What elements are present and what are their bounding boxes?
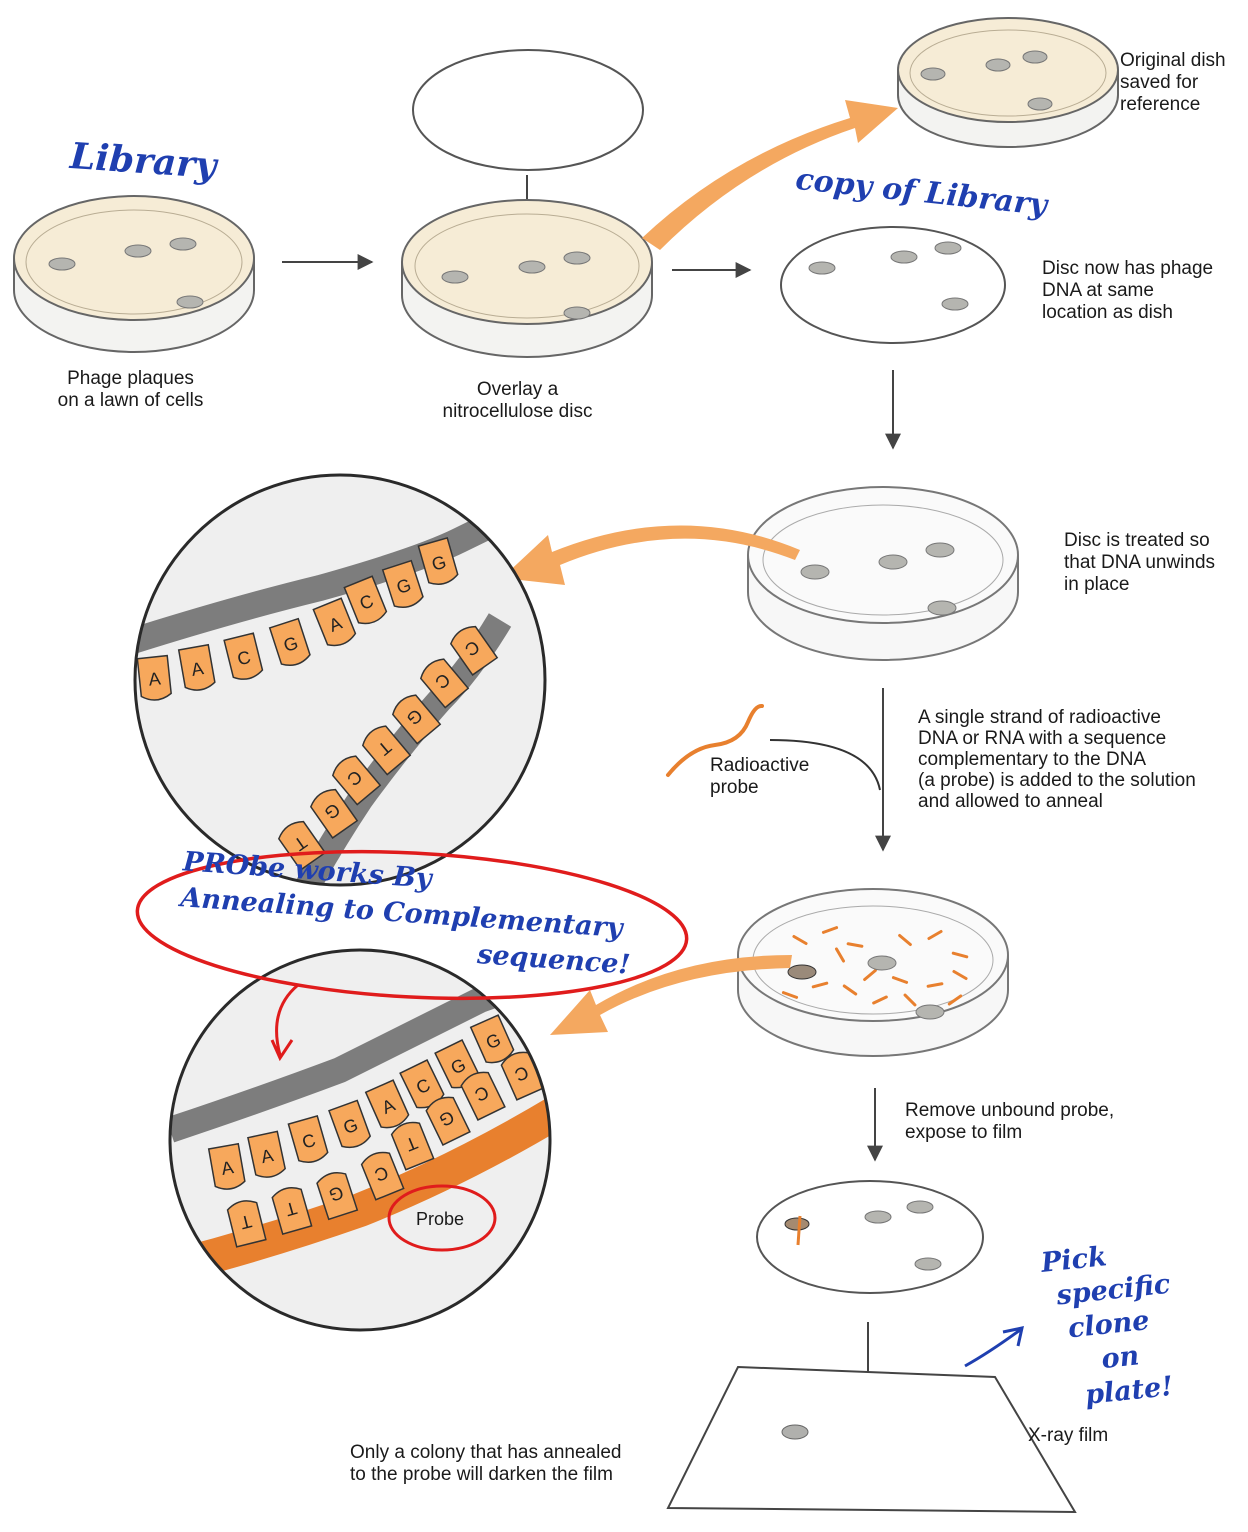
- plaque: [49, 258, 75, 270]
- dna-base: A: [179, 645, 216, 693]
- plaque: [916, 1005, 944, 1019]
- caption-line: Radioactive: [710, 755, 809, 777]
- caption-line: Remove unbound probe,: [905, 1100, 1114, 1122]
- nitrocellulose-disc: [413, 50, 643, 170]
- caption-xray-film: X-ray film: [1028, 1425, 1108, 1447]
- plaque-annealed: [788, 965, 816, 979]
- caption-line: Overlay a: [420, 379, 615, 401]
- caption-line: Phage plaques: [28, 368, 233, 390]
- plaque: [879, 555, 907, 569]
- overlay-dish: [402, 200, 652, 357]
- caption-line: complementary to the DNA: [918, 749, 1196, 770]
- caption-line: (a probe) is added to the solution: [918, 770, 1196, 791]
- caption-line: that DNA unwinds: [1064, 552, 1215, 574]
- plaque: [125, 245, 151, 257]
- caption-line: Original dish: [1120, 50, 1226, 72]
- caption-only-colony: Only a colony that has annealed to the p…: [350, 1442, 621, 1486]
- plaque: [801, 565, 829, 579]
- plaque: [942, 298, 968, 310]
- original-dish: [898, 18, 1118, 147]
- plaque: [865, 1211, 891, 1223]
- caption-original-dish: Original dish saved for reference: [1120, 50, 1226, 116]
- dna-base: A: [209, 1144, 246, 1192]
- plaque: [926, 543, 954, 557]
- xray-film: [668, 1367, 1075, 1512]
- caption-line: expose to film: [905, 1122, 1114, 1144]
- plaque: [907, 1201, 933, 1213]
- caption-line: saved for: [1120, 72, 1226, 94]
- caption-line: DNA or RNA with a sequence: [918, 728, 1196, 749]
- caption-disc-phage: Disc now has phage DNA at same location …: [1042, 258, 1213, 324]
- plaque: [1028, 98, 1052, 110]
- anneal-dish: [738, 889, 1008, 1056]
- treated-dish: [748, 487, 1018, 660]
- caption-line: A single strand of radioactive: [918, 707, 1196, 728]
- plaque: [1023, 51, 1047, 63]
- plaque: [564, 252, 590, 264]
- handwritten-pick-note: Pick specific clone on plate!: [1039, 1234, 1182, 1416]
- caption-line: DNA at same: [1042, 280, 1213, 302]
- caption-line: and allowed to anneal: [918, 791, 1196, 812]
- plaque: [891, 251, 917, 263]
- plaque: [170, 238, 196, 250]
- blue-arrow-annotation: [965, 1328, 1022, 1366]
- plaque: [935, 242, 961, 254]
- caption-line: to the probe will darken the film: [350, 1464, 621, 1486]
- caption-line: probe: [710, 777, 809, 799]
- base-letter: A: [148, 668, 162, 689]
- dna-base: A: [137, 656, 171, 702]
- library-dish: [14, 196, 254, 352]
- caption-line: in place: [1064, 574, 1215, 596]
- plaque: [519, 261, 545, 273]
- caption-line: location as dish: [1042, 302, 1213, 324]
- caption-line: on a lawn of cells: [28, 390, 233, 412]
- plaque: [986, 59, 1010, 71]
- plaque: [809, 262, 835, 274]
- dark-spot: [782, 1425, 808, 1439]
- probe-tag: Probe: [416, 1208, 464, 1230]
- caption-phage-plaques: Phage plaques on a lawn of cells: [28, 368, 233, 412]
- plaque: [564, 307, 590, 319]
- caption-remove-unbound: Remove unbound probe, expose to film: [905, 1100, 1114, 1144]
- exposed-disc: [757, 1181, 983, 1293]
- plaque: [921, 68, 945, 80]
- caption-single-strand: A single strand of radioactive DNA or RN…: [918, 707, 1196, 812]
- caption-radioactive-probe: Radioactive probe: [710, 755, 809, 799]
- caption-line: reference: [1120, 94, 1226, 116]
- plaque: [868, 956, 896, 970]
- caption-line: nitrocellulose disc: [420, 401, 615, 423]
- caption-overlay: Overlay a nitrocellulose disc: [420, 379, 615, 423]
- caption-line: Disc is treated so: [1064, 530, 1215, 552]
- plaque: [177, 296, 203, 308]
- plaque: [442, 271, 468, 283]
- copy-disc: [781, 227, 1005, 343]
- caption-disc-treated: Disc is treated so that DNA unwinds in p…: [1064, 530, 1215, 596]
- caption-line: Disc now has phage: [1042, 258, 1213, 280]
- caption-line: Only a colony that has annealed: [350, 1442, 621, 1464]
- plaque: [915, 1258, 941, 1270]
- plaque-annealed: [785, 1218, 809, 1230]
- plaque: [928, 601, 956, 615]
